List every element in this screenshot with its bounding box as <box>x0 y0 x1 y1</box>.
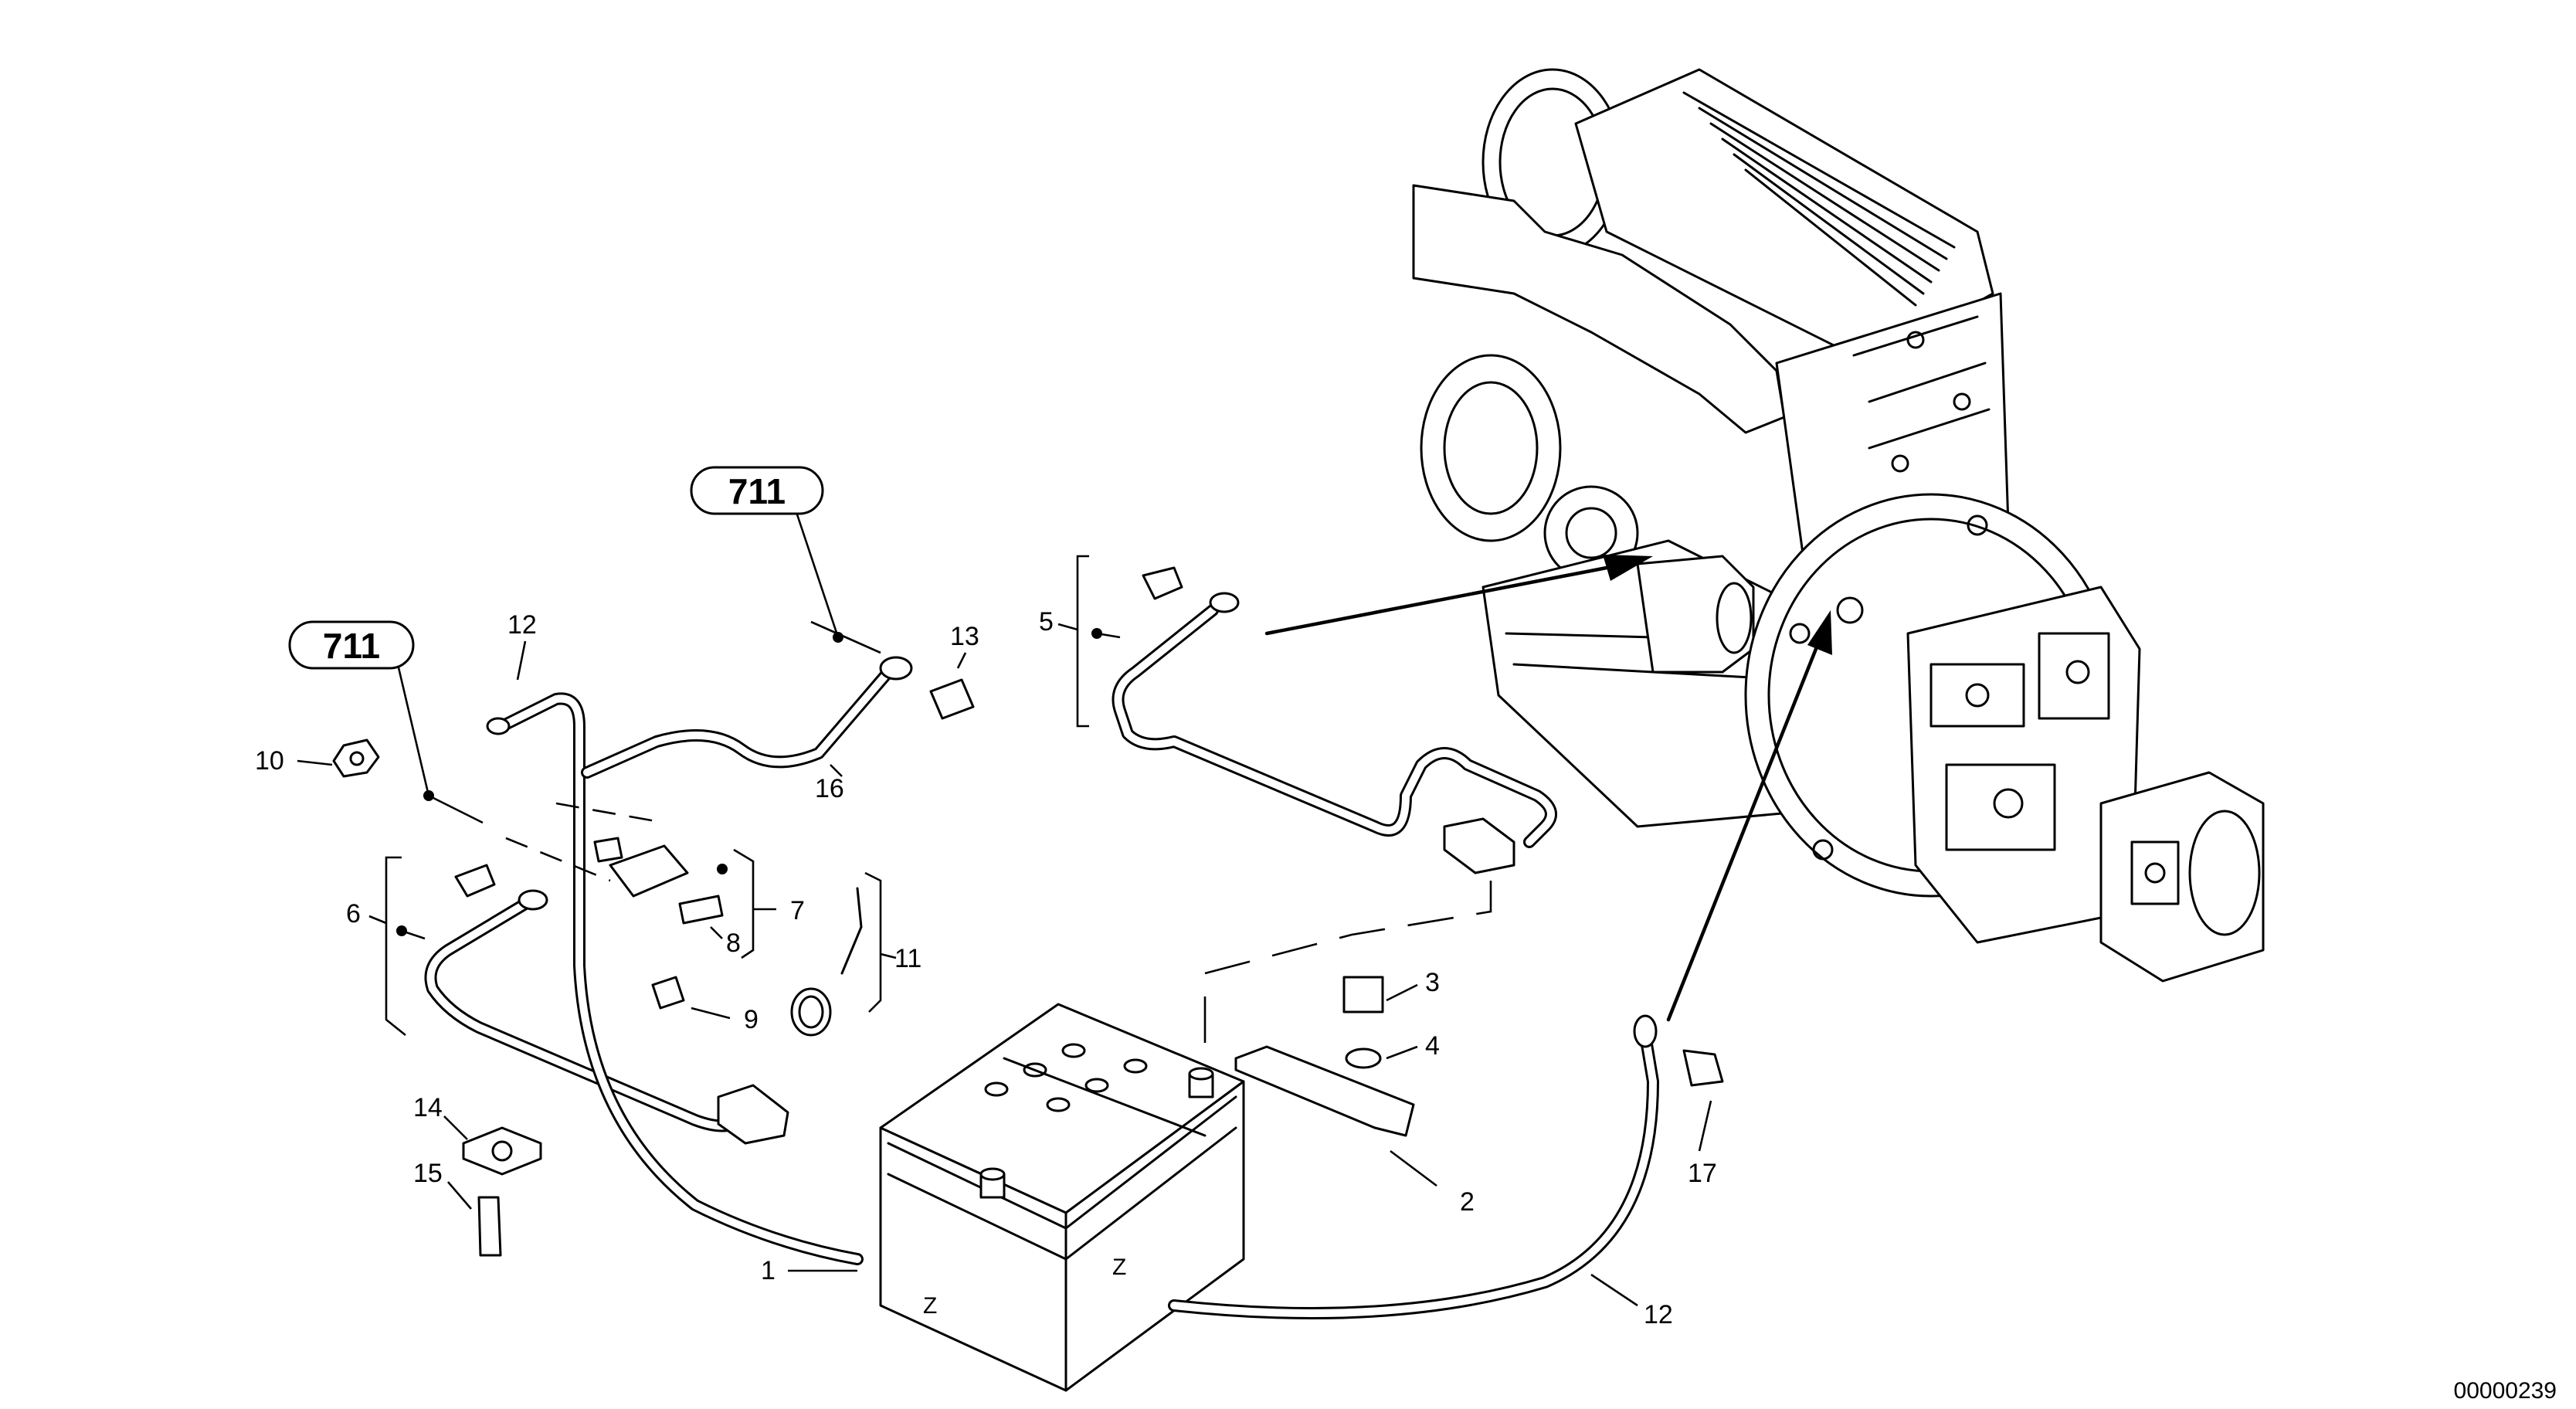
lug-cable-6 <box>518 889 548 911</box>
callout-11: 11 <box>894 944 921 973</box>
callout-17: 17 <box>1688 1159 1717 1188</box>
cable-clip <box>462 1126 542 1176</box>
reference-number: 711 <box>728 471 786 511</box>
lug-cable-12-right <box>1633 1014 1658 1048</box>
engine-assembly <box>1412 68 2265 983</box>
terminal-cap-5 <box>1142 566 1183 600</box>
reference-badge-left[interactable]: 711 <box>288 620 415 670</box>
callout-labels: 1 2 3 4 5 6 7 8 9 10 11 12 12 13 14 15 1… <box>255 607 1717 1329</box>
callout-15: 15 <box>413 1159 443 1188</box>
battery-mark-left: Z <box>923 1293 937 1319</box>
bolt-9 <box>651 976 685 1010</box>
small-parts <box>332 566 1724 1257</box>
callout-5: 5 <box>1039 607 1054 637</box>
switch-key <box>678 895 724 925</box>
callout-13: 13 <box>950 622 979 651</box>
washer <box>1345 1047 1382 1069</box>
callout-8: 8 <box>726 929 741 958</box>
battery-clamp-cable-5 <box>1443 817 1515 874</box>
callout-16: 16 <box>815 774 844 803</box>
lug-cable-12-top <box>486 717 511 735</box>
callout-12-bottom: 12 <box>1644 1300 1673 1329</box>
terminal-cap-6 <box>454 864 496 898</box>
callout-6: 6 <box>346 899 361 929</box>
bolt-13 <box>929 678 975 720</box>
lug-cable-5 <box>1209 592 1240 613</box>
reference-number: 711 <box>323 626 380 666</box>
battery-negative-terminal <box>979 1167 1006 1199</box>
callout-12-top: 12 <box>507 610 537 640</box>
battery: Z Z <box>879 1003 1245 1392</box>
nut <box>332 738 380 778</box>
callout-7: 7 <box>790 896 805 925</box>
leader-lines <box>297 509 1832 1307</box>
sealing-ring <box>790 987 832 1037</box>
bolt-15 <box>477 1196 502 1257</box>
callout-14: 14 <box>413 1093 443 1122</box>
battery-mark-right: Z <box>1112 1255 1126 1280</box>
hold-down-plate <box>1234 1045 1415 1137</box>
bolt-3 <box>1342 976 1384 1013</box>
callout-4: 4 <box>1425 1031 1440 1061</box>
battery-clamp-cable-6 <box>717 1084 789 1145</box>
lug-cable-16 <box>879 656 913 681</box>
callout-10: 10 <box>255 746 284 776</box>
reference-badge-top[interactable]: 711 <box>690 466 824 515</box>
battery-switch <box>609 844 689 898</box>
bolt-17 <box>1682 1049 1724 1087</box>
battery-positive-terminal <box>1188 1067 1214 1098</box>
callout-9: 9 <box>744 1005 759 1034</box>
callout-1: 1 <box>761 1256 776 1285</box>
callout-3: 3 <box>1425 968 1440 997</box>
key-chain <box>840 887 863 975</box>
terminal-cap-7 <box>593 837 623 863</box>
callout-2: 2 <box>1460 1187 1475 1217</box>
drawing-code: 00000239 <box>2454 1378 2557 1404</box>
